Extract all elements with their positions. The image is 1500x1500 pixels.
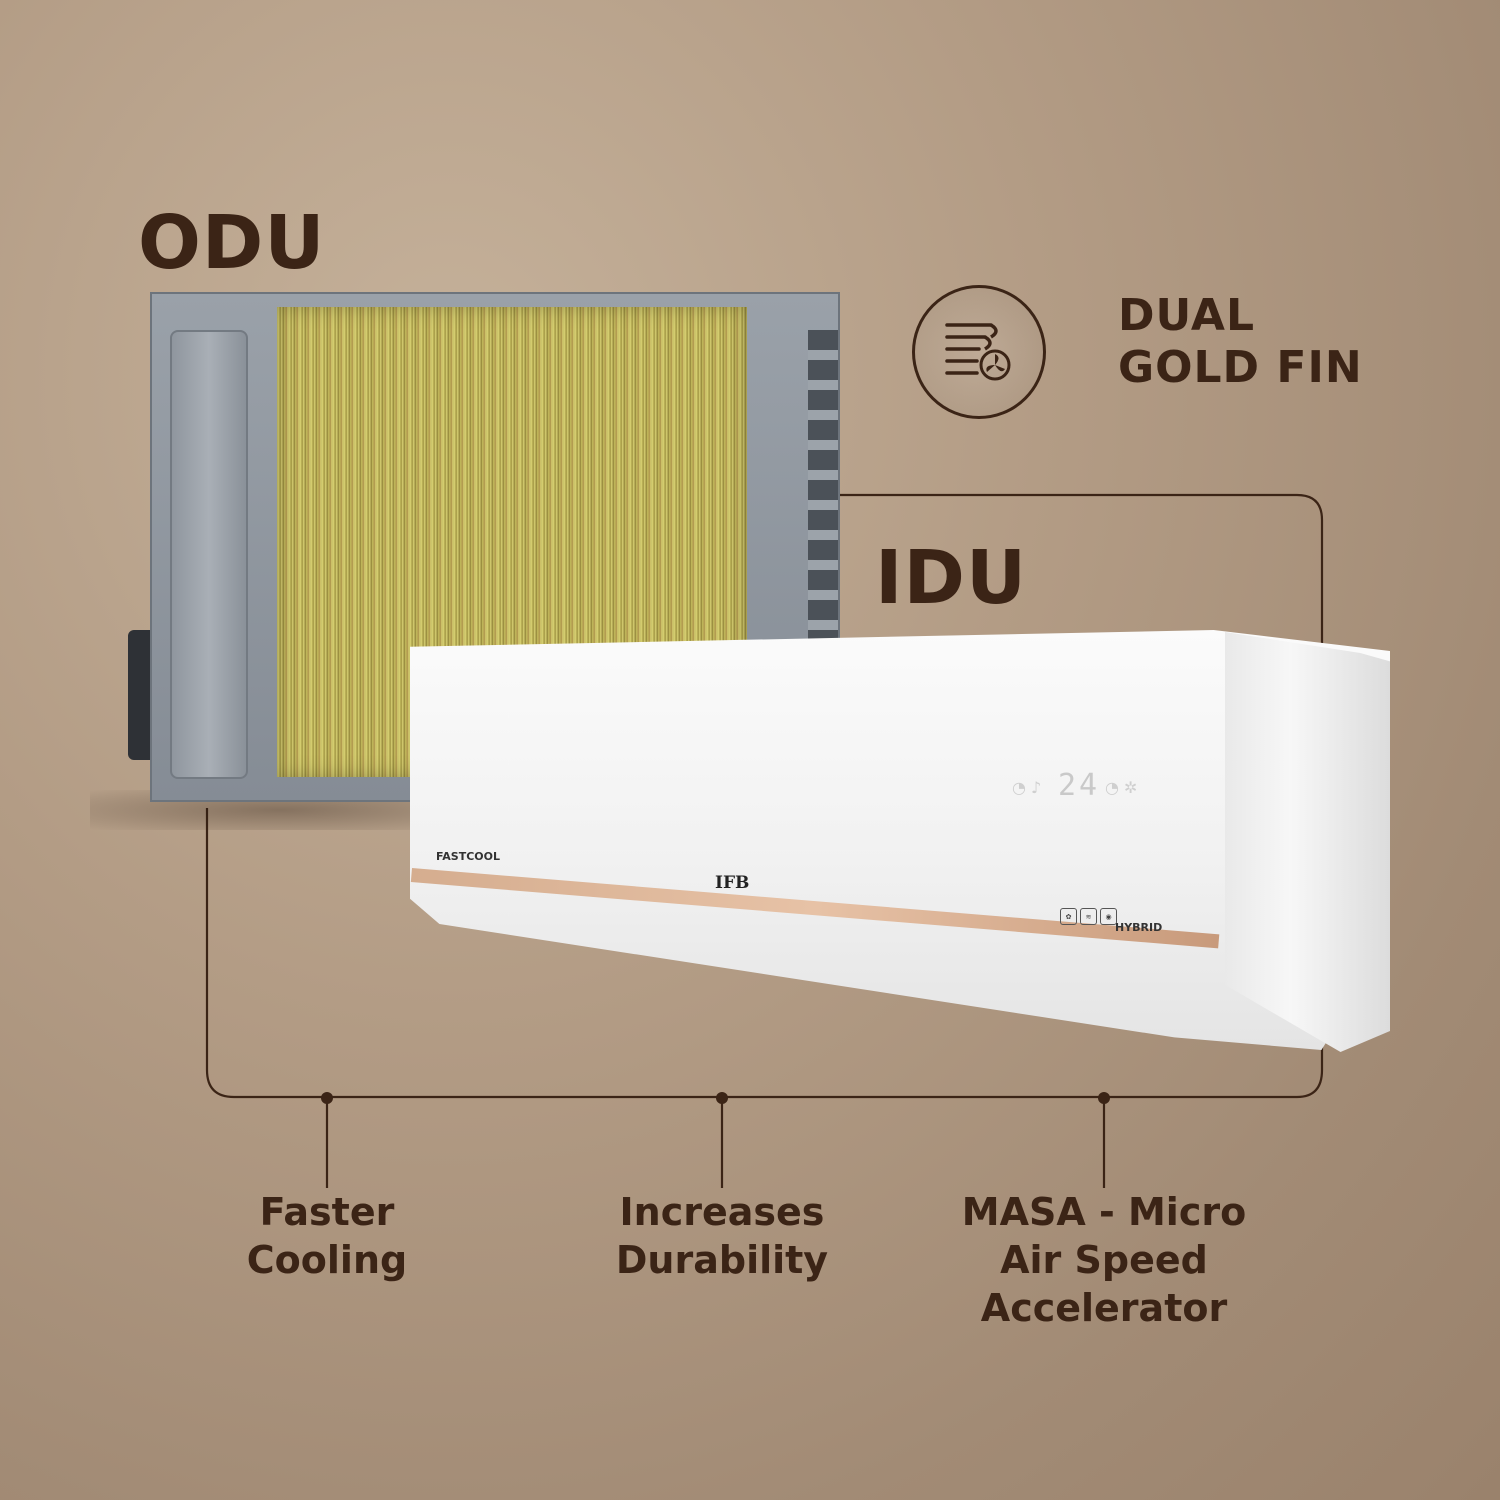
- benefit-text: Accelerator: [980, 1286, 1228, 1330]
- benefit-text: MASA - Micro: [961, 1190, 1247, 1234]
- benefit-faster-cooling: Faster Cooling: [147, 1188, 507, 1284]
- fastcool-logo: FASTCOOL: [436, 850, 500, 863]
- ifb-logo: IFB: [715, 873, 750, 893]
- feature-title-line1: DUAL: [1118, 290, 1255, 341]
- dot-faster-cooling: [321, 1092, 333, 1104]
- dot-masa: [1098, 1092, 1110, 1104]
- feature-title-line2: GOLD FIN: [1118, 342, 1363, 393]
- benefit-text: Air Speed: [1000, 1238, 1208, 1282]
- benefit-text: Cooling: [246, 1238, 408, 1282]
- benefit-masa: MASA - Micro Air Speed Accelerator: [924, 1188, 1284, 1332]
- display-icons-right: ◔ ✲: [1105, 778, 1138, 797]
- mode-icon: ◉: [1100, 908, 1117, 925]
- wifi-icon: ≋: [1080, 908, 1097, 925]
- odu-side-vent: [808, 330, 838, 640]
- dot-durability: [716, 1092, 728, 1104]
- odu-side-panel: [170, 330, 248, 779]
- odu-label: ODU: [138, 200, 326, 286]
- temperature-display: 24: [1058, 768, 1101, 803]
- bracket-line: [205, 493, 1324, 1099]
- feature-badges: ✿ ≋ ◉: [1060, 908, 1117, 925]
- feature-title: DUAL GOLD FIN: [1118, 290, 1363, 394]
- idu-label: IDU: [875, 535, 1028, 621]
- idu-side-panel: [1225, 632, 1390, 1052]
- leaf-icon: ✿: [1060, 908, 1077, 925]
- benefit-durability: Increases Durability: [542, 1188, 902, 1284]
- hybrid-label: HYBRID: [1115, 921, 1163, 934]
- benefit-text: Increases: [619, 1190, 825, 1234]
- display-icons: ◔ ♪: [1012, 778, 1042, 797]
- coil-fan-icon: [912, 285, 1046, 419]
- benefit-text: Durability: [615, 1238, 829, 1282]
- benefit-text: Faster: [259, 1190, 395, 1234]
